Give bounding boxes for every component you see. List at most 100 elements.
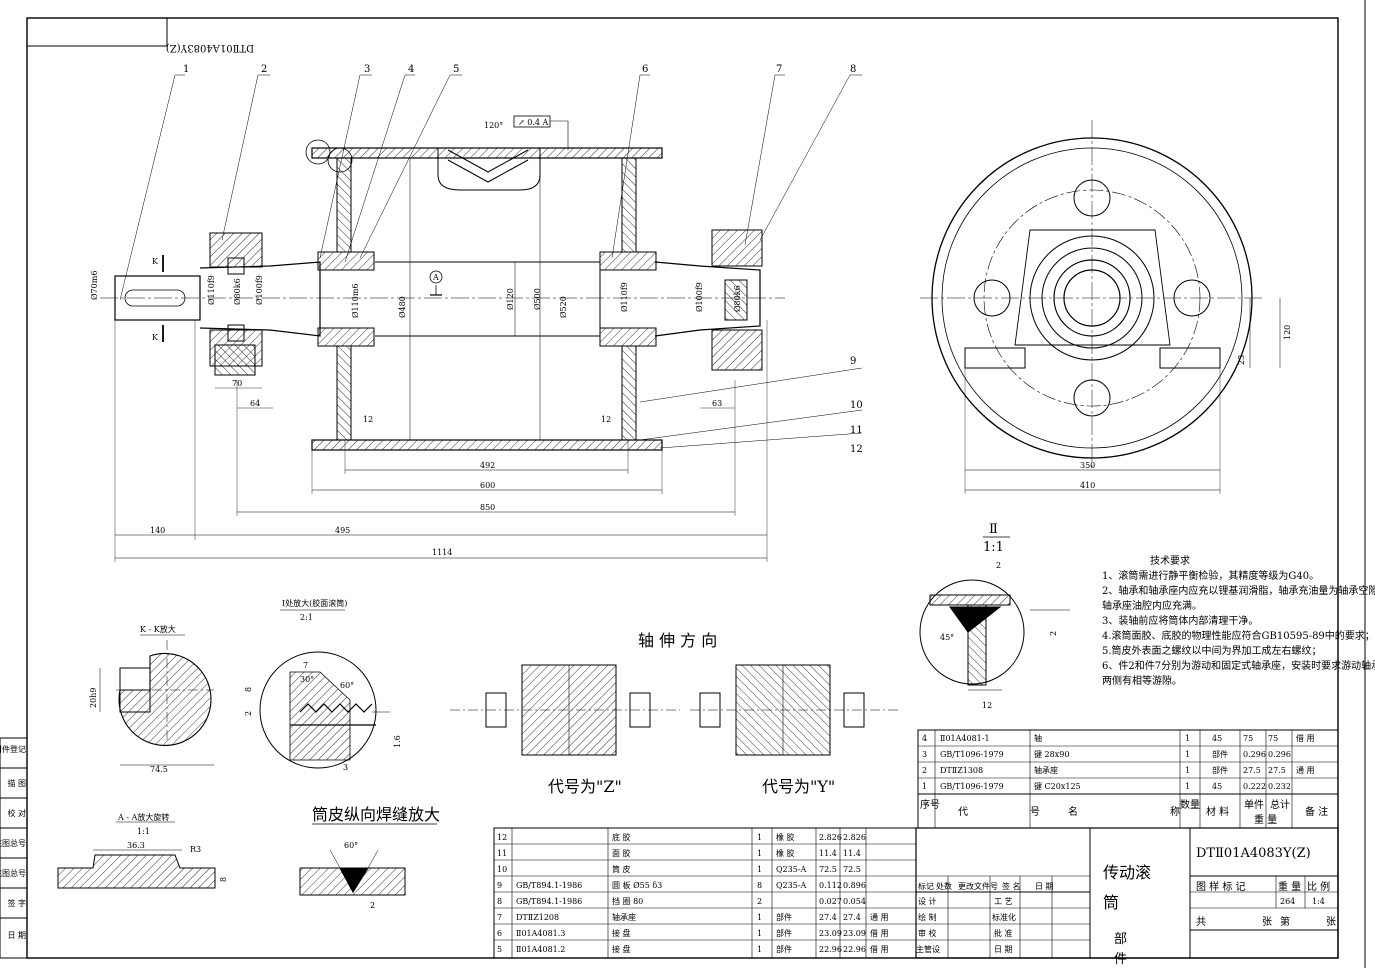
bom-u-3-code: GB/T1096-1979 (940, 750, 1004, 759)
left-margin-stamps: 借用件登记 描 图 校 对 旧底图总号 底图总号 签 字 日 期 (0, 737, 28, 959)
bom-lower-cell: 0.054 (843, 897, 866, 906)
balloon-8: 8 (850, 64, 856, 75)
bom-lower-cell: 1 (757, 833, 762, 842)
bom-lower-cell: GB/T894.1-1986 (516, 897, 582, 906)
balloon-7: 7 (776, 64, 782, 75)
sample-mark: 图 样 标 记 (1196, 880, 1246, 893)
balloon-5: 5 (453, 64, 459, 75)
side-view-labels: 350 410 120 23 (1080, 325, 1292, 490)
bom-lower-cell: Q235-A (776, 881, 807, 890)
bom-h-name2: 称 (1170, 805, 1180, 818)
dia-110f9: Ø110f9 (620, 282, 629, 312)
bom-lower-cell: 部件 (776, 912, 792, 922)
detail-i-60: 60° (340, 681, 354, 690)
row-process: 工 艺 (994, 897, 1013, 906)
margin-3: 校 对 (7, 808, 26, 818)
detail-a-title: A - A放大旋转 (117, 812, 169, 822)
row-std: 标准化 (992, 912, 1016, 922)
bom-lower-cell: 6 (497, 929, 502, 938)
scale-label: 比 例 (1307, 880, 1330, 893)
sheets-total: 共 (1196, 916, 1206, 928)
drawing-border (26, 17, 1339, 959)
balloon-1: 1 (183, 64, 189, 75)
bom-u-1-code: GB/T1096-1979 (940, 782, 1004, 791)
bom-lower-cell: 借 用 (870, 944, 889, 954)
detail-ii-angle: 45° (940, 633, 954, 642)
title-block (915, 827, 1339, 959)
dim-1114: 1114 (432, 548, 452, 557)
dim-63: 63 (712, 399, 722, 408)
dia-110a: Ø110f9 (207, 275, 216, 305)
balloon-6: 6 (642, 64, 648, 75)
bom-u-4-mat: 45 (1212, 734, 1222, 743)
detail-ii-2: 2 (996, 561, 1001, 570)
dim-600: 600 (480, 481, 495, 490)
row-check: 审 校 (918, 928, 937, 938)
dim-23: 23 (1237, 355, 1246, 365)
bom-lower-cell: 接 盘 (612, 944, 631, 954)
bom-lower-cell: GB/T894.1-1986 (516, 881, 582, 890)
dia-480: Ø480 (398, 296, 407, 318)
tech-item-6: 5.筒皮外表面之螺纹以中间为界加工成左右螺纹； (1102, 644, 1322, 657)
dim-492: 492 (480, 461, 495, 470)
bom-lower-cell: 橡 胶 (776, 832, 795, 842)
bom-lower-cell: 27.4 (843, 913, 861, 922)
tech-item-3: 轴承座油腔内应充满。 (1102, 599, 1202, 612)
bom-h-code2: 号 (1030, 806, 1040, 818)
balloon-9: 9 (850, 356, 856, 367)
direction-title: 轴 伸 方 向 (638, 631, 717, 650)
bom-lower-cell: 5 (497, 945, 502, 954)
bom-lower-cell: 接 盘 (612, 928, 631, 938)
h-sign: 签 名 (1002, 881, 1021, 891)
datum-a: A (432, 273, 439, 282)
balloon-2: 2 (261, 64, 267, 75)
h-date: 日 期 (1035, 882, 1054, 891)
bom-lower-cell: 11 (497, 849, 507, 858)
bom-lower-cell: 2 (757, 897, 762, 906)
bom-lower-cell: 筒 皮 (612, 864, 631, 874)
row-draw: 绘 制 (918, 912, 937, 922)
dia-520: Ø520 (559, 296, 568, 318)
detail-i-30: 30° (300, 675, 314, 684)
margin-5: 底图总号 (0, 868, 26, 878)
bom-lower-cell: 23.09 (819, 929, 842, 938)
bom-lower-cell: 11.4 (819, 849, 837, 858)
part-label: 部 (1114, 932, 1127, 947)
bom-lower-cell: 72.5 (843, 865, 861, 874)
bom-lower-cell: 1 (757, 913, 762, 922)
direction-labels: 轴 伸 方 向 代号为"Z" 代号为"Y" (548, 631, 835, 796)
bom-lower-cell: Q235-A (776, 865, 807, 874)
balloon-12: 12 (850, 444, 863, 455)
bom-u-4-no: 4 (922, 734, 927, 743)
dia-120: Ø120 (506, 288, 515, 310)
k-mark-bottom: K (152, 333, 159, 342)
row-approve: 批 准 (994, 928, 1013, 938)
bom-u-4-name: 轴 (1034, 733, 1042, 743)
tech-item-7: 6、件2和件7分别为游动和固定式轴承座，安装时要求游动轴承座的轴承 (1102, 659, 1375, 672)
bom-lower-cell: 挡 圈 80 (612, 896, 643, 906)
direction-sketches (450, 664, 900, 756)
weight-label: 重 量 (1278, 880, 1301, 893)
dim-350: 350 (1080, 461, 1095, 470)
dia-500: Ø500 (533, 288, 542, 310)
bom-u-1-mat: 45 (1212, 782, 1222, 791)
main-view-labels: 1 2 3 4 5 6 7 8 9 10 11 12 140 495 1114 … (90, 64, 863, 557)
sheets-unit1: 张 (1262, 916, 1272, 928)
bom-lower-cell: 8 (497, 897, 502, 906)
bom-lower-cell: 8 (757, 881, 762, 890)
dia-110m6: Ø110m6 (351, 283, 360, 318)
bom-lower-cell: 0.112 (819, 881, 842, 890)
bom-lower-cell: 圆 板 Ø55 δ3 (612, 880, 662, 890)
detail-a-8: 8 (219, 877, 228, 882)
bom-lower-cell: 22.96 (819, 945, 842, 954)
detail-i (259, 609, 390, 769)
bom-lower-table (493, 827, 917, 959)
detail-a-r3: R3 (190, 845, 201, 854)
detail-i-scale: 2:1 (300, 613, 313, 622)
dim-64: 64 (250, 399, 260, 408)
detail-ii-12: 12 (982, 701, 992, 710)
bom-u-2-name: 轴承座 (1034, 765, 1058, 775)
bom-lower-cell: 23.09 (843, 929, 866, 938)
row-design: 设 计 (918, 896, 937, 906)
tech-item-8: 两侧有相等游隙。 (1102, 674, 1182, 687)
